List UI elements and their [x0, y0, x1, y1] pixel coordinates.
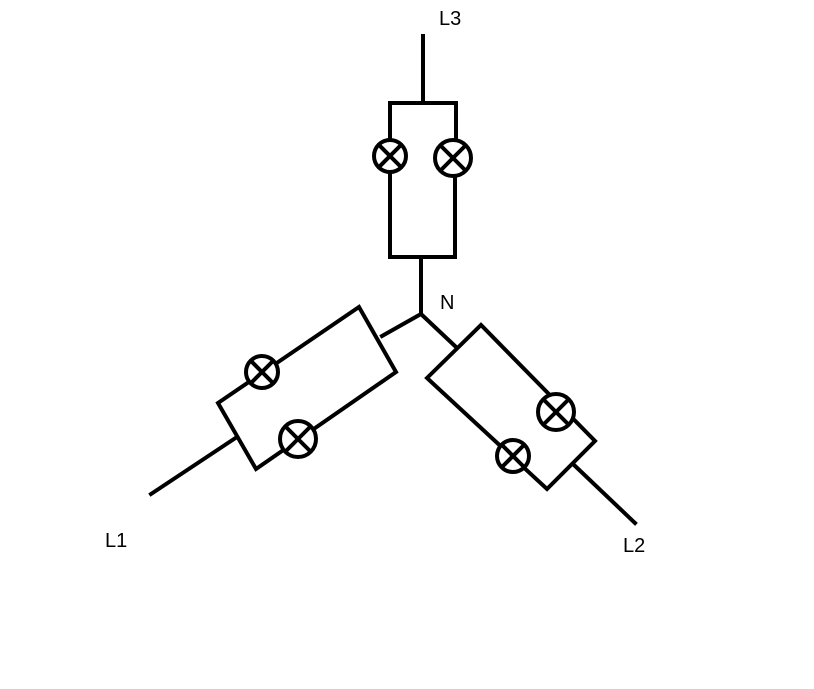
label-neutral: N — [440, 292, 454, 314]
branch-l2 — [418, 311, 638, 526]
wire-l2-feed — [570, 461, 638, 526]
wire-neutral-to-l2-box — [418, 311, 459, 350]
l1-lamp-enclosure — [215, 304, 399, 472]
wire-neutral-to-l1-box — [379, 311, 424, 339]
wire-l1-feed — [148, 434, 240, 497]
lamp-icon — [433, 138, 473, 178]
label-l3: L3 — [439, 8, 461, 30]
lamp-icon — [372, 138, 408, 174]
label-l2: L2 — [623, 535, 645, 557]
label-l1: L1 — [105, 530, 127, 552]
lamp-icon — [244, 354, 280, 390]
lamp-icon — [278, 419, 318, 459]
branch-l1 — [148, 304, 424, 497]
lamp-icon — [536, 392, 576, 432]
lamp-icon — [495, 438, 531, 474]
branch-l3 — [372, 34, 473, 316]
